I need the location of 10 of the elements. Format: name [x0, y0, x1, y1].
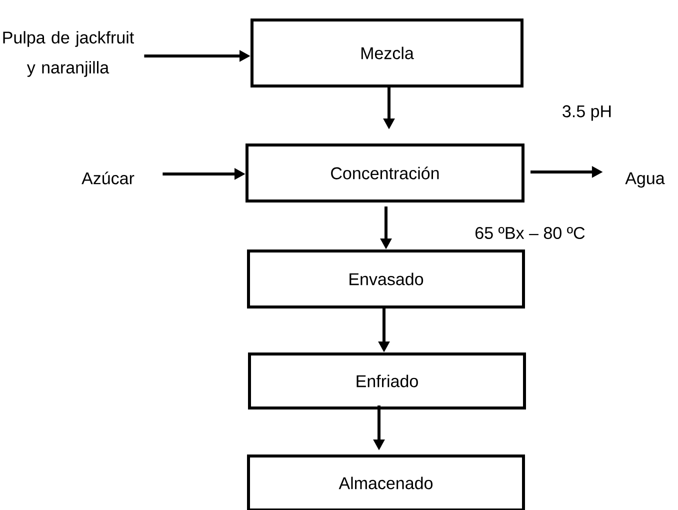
- process-box: Enfriado: [248, 352, 526, 410]
- input-label: Azúcar: [82, 172, 134, 184]
- process-box: Almacenado: [247, 454, 525, 510]
- condition-label: 3.5 pH: [562, 105, 611, 121]
- process-box: Envasado: [247, 250, 525, 308]
- input-label: Pulpa de jackfruit y naranjilla: [3, 31, 134, 77]
- condition-label: 65 ºBx – 80 ºC: [476, 226, 585, 240]
- process-box: Concentración: [246, 144, 524, 202]
- process-box: Mezcla: [250, 18, 524, 88]
- input-label: Agua: [625, 172, 665, 188]
